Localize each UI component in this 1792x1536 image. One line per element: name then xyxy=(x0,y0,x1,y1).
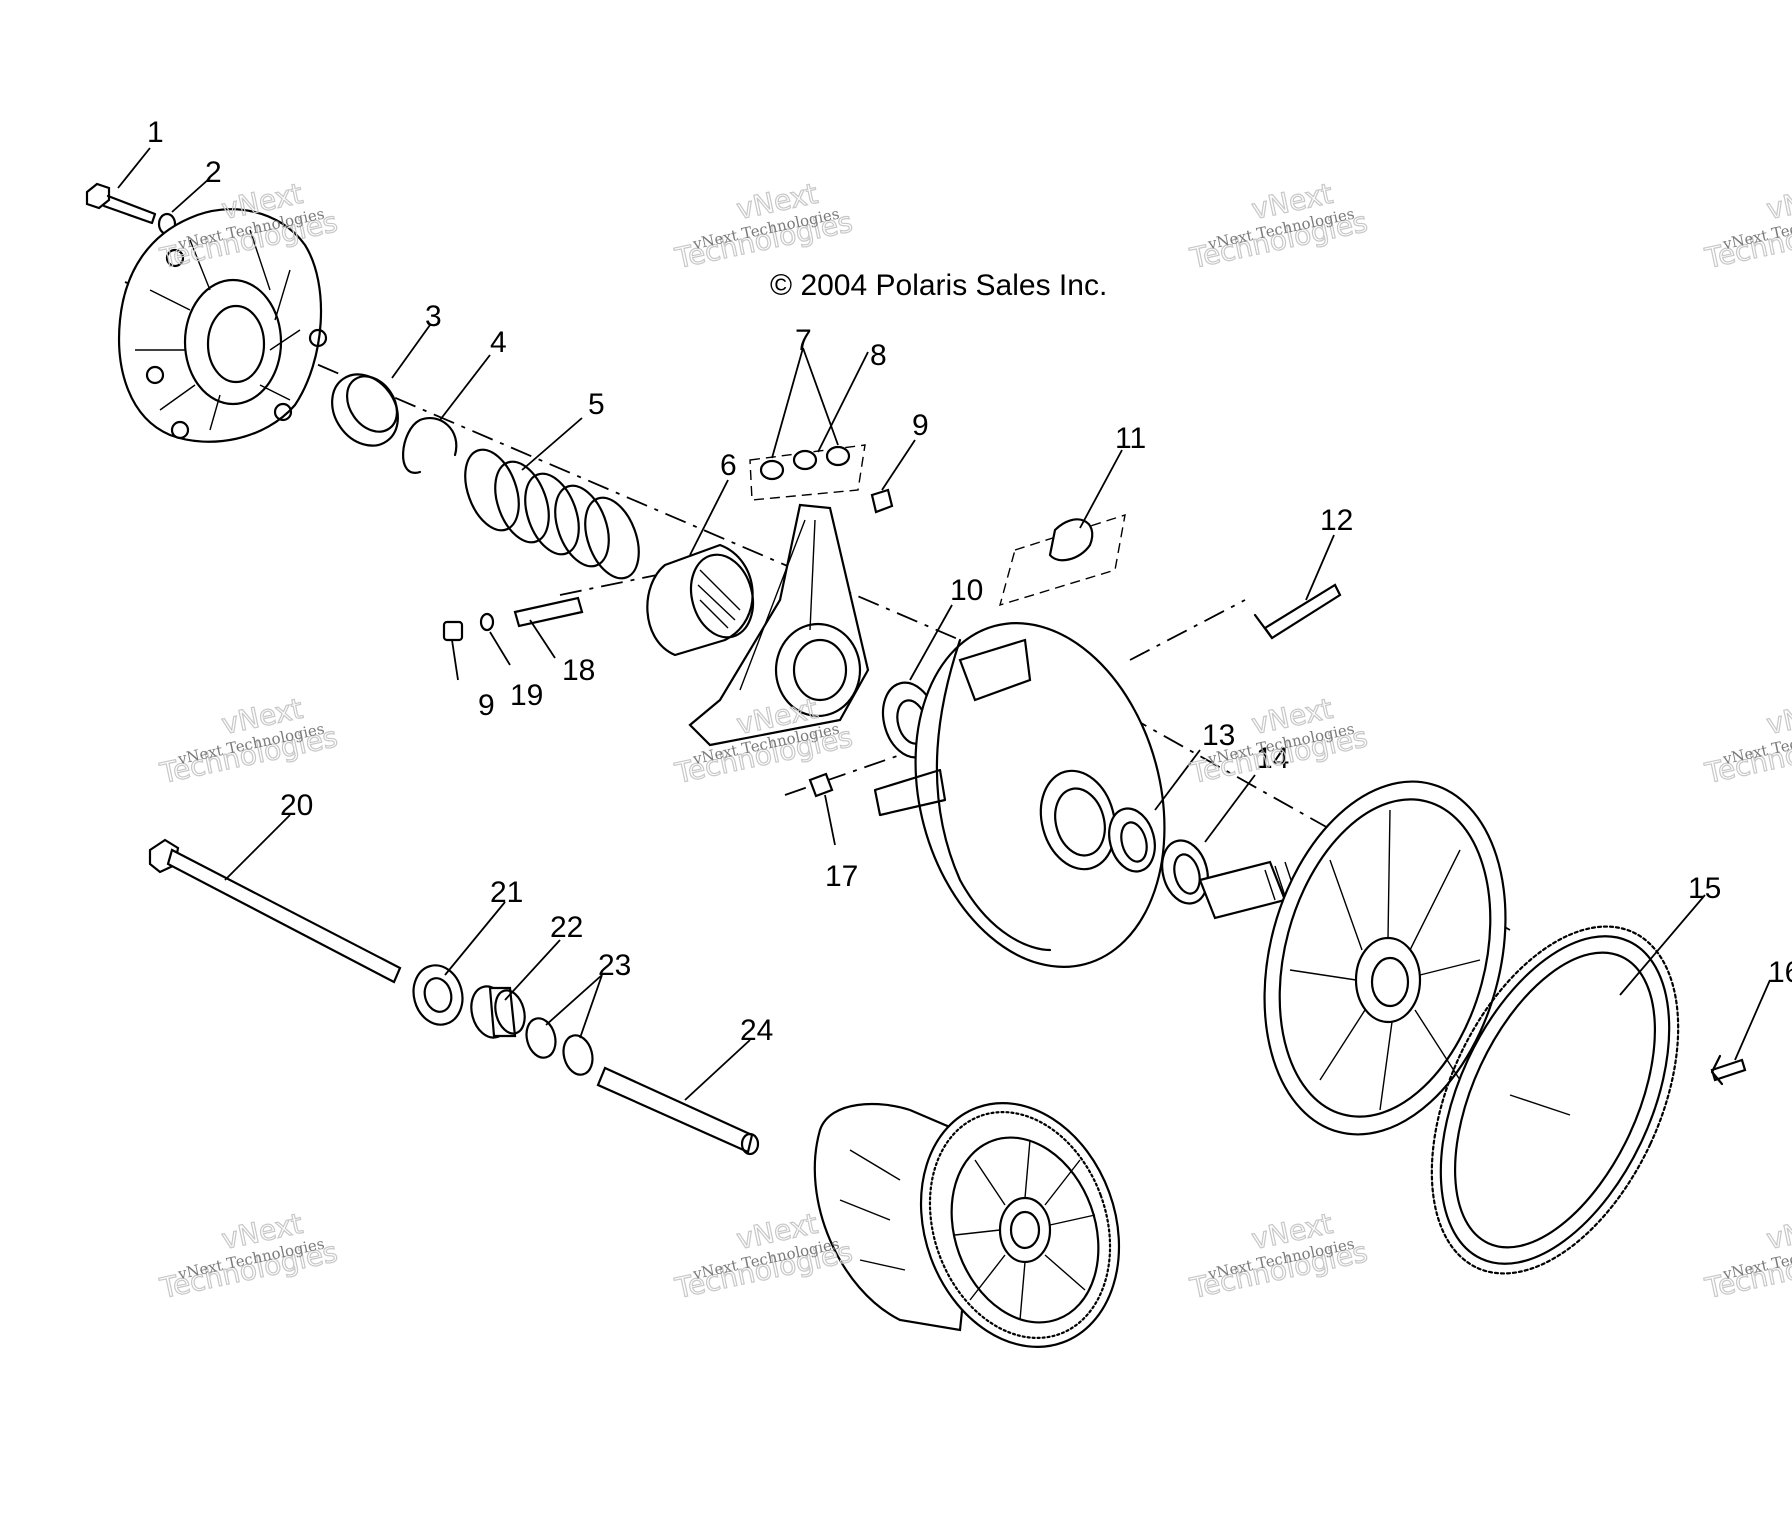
part-o-ring-b xyxy=(562,1034,594,1076)
part-long-bolt xyxy=(148,838,402,984)
callout-10: 10 xyxy=(950,574,983,607)
part-clip-group xyxy=(998,513,1126,607)
callout-14: 14 xyxy=(1256,742,1289,775)
part-stud xyxy=(1253,583,1342,640)
callout-2: 2 xyxy=(205,156,222,189)
part-lock-washer xyxy=(412,964,464,1026)
part-spring xyxy=(464,448,640,580)
callout-20: 20 xyxy=(280,789,313,822)
callout-6: 6 xyxy=(720,449,737,482)
part-o-ring-a xyxy=(525,1017,557,1059)
part-arm-casting xyxy=(688,503,870,747)
callout-1: 1 xyxy=(147,116,164,149)
callout-8: 8 xyxy=(870,339,887,372)
callout-17: 17 xyxy=(825,860,858,893)
part-washer-13 xyxy=(1108,807,1156,873)
watermark-line1: vNext xyxy=(1764,1207,1792,1256)
part-clutch-assembly xyxy=(813,1102,1121,1348)
part-nut xyxy=(808,772,834,798)
callout-24: 24 xyxy=(740,1014,773,1047)
part-pin-group xyxy=(442,596,584,642)
part-bushing-upper xyxy=(870,488,894,514)
callout-16: 16 xyxy=(1768,956,1792,989)
part-fixed-sheave xyxy=(1198,780,1507,1136)
callout-22: 22 xyxy=(550,911,583,944)
copyright-text: © 2004 Polaris Sales Inc. xyxy=(770,269,1107,302)
part-rollers-group xyxy=(749,444,866,501)
part-snap-ring xyxy=(402,417,458,474)
part-sleeve xyxy=(646,543,755,657)
stud-axis-line xyxy=(1129,599,1246,661)
callout-5: 5 xyxy=(588,388,605,421)
callout-23: 23 xyxy=(598,949,631,982)
callout-labels: 1 2 3 4 5 6 7 8 9 9 10 11 12 13 14 15 16… xyxy=(147,116,1792,1047)
part-housing-cover xyxy=(118,208,328,443)
callout-7: 7 xyxy=(795,324,812,357)
callout-12: 12 xyxy=(1320,504,1353,537)
callout-19: 19 xyxy=(510,679,543,712)
part-ring xyxy=(331,373,399,447)
callout-3: 3 xyxy=(425,300,442,333)
part-tube xyxy=(596,1066,760,1156)
watermark-line1: vNext xyxy=(1764,177,1792,226)
nut-axis-line xyxy=(784,754,901,796)
part-ring-gear xyxy=(1430,925,1680,1275)
callout-11: 11 xyxy=(1115,422,1146,455)
part-bolt xyxy=(85,182,157,225)
callout-9-upper: 9 xyxy=(912,409,929,442)
leader-lines xyxy=(117,147,1771,1101)
callout-13: 13 xyxy=(1202,719,1235,752)
part-washer-14 xyxy=(1161,839,1209,905)
part-gear-bolt xyxy=(1710,1054,1747,1086)
watermark-line1: vNext xyxy=(1764,692,1792,741)
callout-21: 21 xyxy=(490,876,523,909)
callout-9-lower: 9 xyxy=(478,689,495,722)
callout-15: 15 xyxy=(1688,872,1721,905)
part-flange-bushing xyxy=(470,985,526,1039)
part-moveable-sheave xyxy=(873,622,1166,968)
callout-18: 18 xyxy=(562,654,595,687)
callout-4: 4 xyxy=(490,326,507,359)
